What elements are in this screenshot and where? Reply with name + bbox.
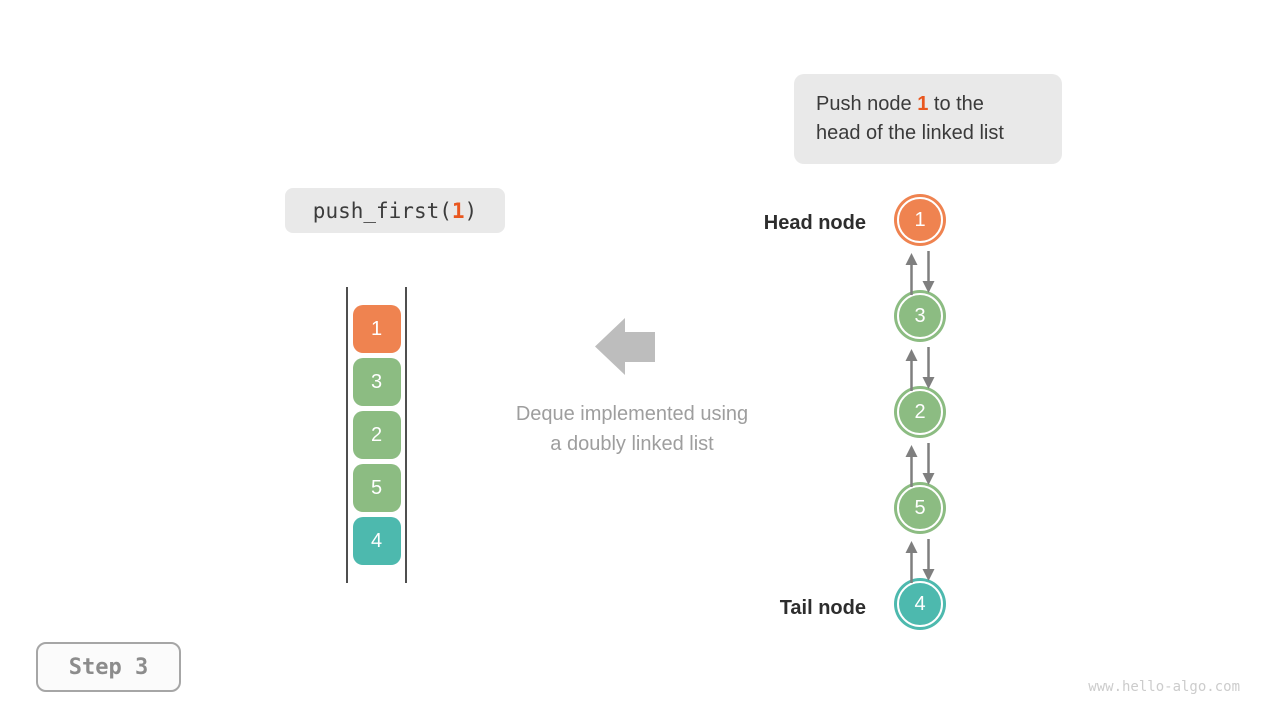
operation-label: push_first(1) bbox=[285, 188, 505, 233]
list-node: 3 bbox=[897, 293, 943, 339]
stack-cell: 5 bbox=[352, 464, 401, 512]
list-node: 5 bbox=[897, 485, 943, 531]
stack-cell: 1 bbox=[352, 305, 401, 353]
bidirectional-arrow-icon bbox=[905, 539, 935, 583]
watermark: www.hello-algo.com bbox=[1088, 679, 1240, 695]
step-badge: Step 3 bbox=[36, 642, 181, 692]
callout-box: Push node 1 to the head of the linked li… bbox=[794, 74, 1062, 164]
callout-highlight-value: 1 bbox=[917, 93, 929, 115]
list-node: 4 bbox=[897, 581, 943, 627]
operation-paren: ) bbox=[464, 198, 478, 223]
stack-cell: 3 bbox=[352, 358, 401, 406]
deque-stack: 1 3 2 5 4 bbox=[346, 287, 407, 583]
operation-name: push_first( bbox=[312, 198, 452, 223]
head-node-label: Head node bbox=[763, 212, 866, 234]
callout-text: Push node bbox=[816, 93, 918, 115]
stack-cell: 2 bbox=[352, 411, 401, 459]
callout-line2: head of the linked list bbox=[816, 122, 1004, 144]
deque-description-line2: a doubly linked list bbox=[550, 433, 714, 455]
stack-cell: 4 bbox=[352, 517, 401, 565]
list-node: 2 bbox=[897, 389, 943, 435]
tail-node-label: Tail node bbox=[779, 597, 866, 619]
operation-arg: 1 bbox=[451, 198, 465, 223]
deque-description-line1: Deque implemented using bbox=[515, 403, 749, 425]
deque-description: Deque implemented using a doubly linked … bbox=[462, 399, 802, 459]
bidirectional-arrow-icon bbox=[905, 347, 935, 391]
left-block-arrow-icon bbox=[595, 318, 655, 375]
bidirectional-arrow-icon bbox=[905, 443, 935, 487]
list-node: 1 bbox=[897, 197, 943, 243]
bidirectional-arrow-icon bbox=[905, 251, 935, 295]
callout-text: to the bbox=[928, 93, 984, 115]
callout-line1: Push node 1 to the bbox=[816, 90, 1062, 119]
